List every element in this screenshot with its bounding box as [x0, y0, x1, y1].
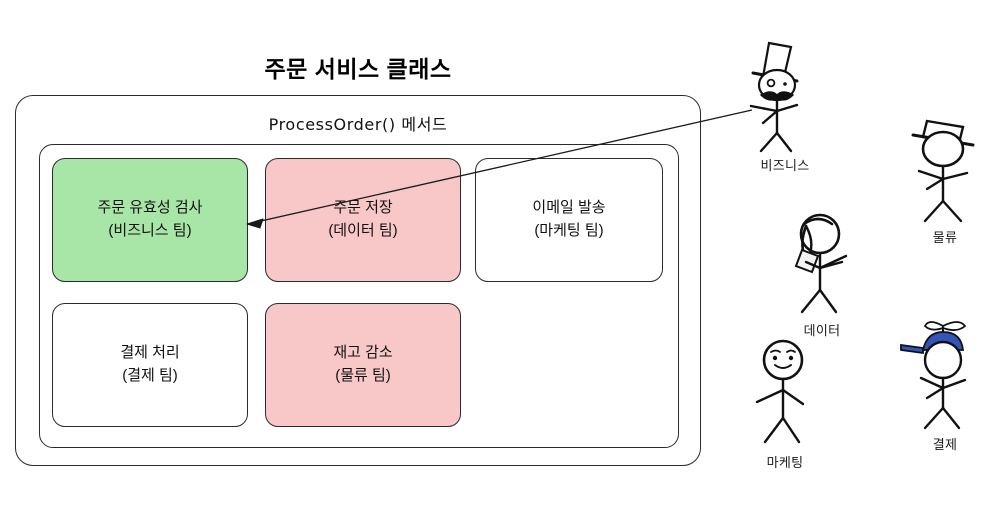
- actor-payment[interactable]: 결제: [885, 312, 997, 453]
- step-label-line1: 주문 유효성 검사: [97, 199, 203, 217]
- actor-label-data: 데이터: [803, 323, 841, 338]
- step-box-validate-order[interactable]: 주문 유효성 검사 (비즈니스 팀): [52, 158, 248, 282]
- stick-figure-propeller-cap-icon: [900, 321, 967, 430]
- actor-label-business: 비즈니스: [760, 158, 810, 173]
- actor-data[interactable]: 데이터: [762, 198, 882, 339]
- actor-label-payment: 결제: [932, 437, 958, 452]
- actor-business[interactable]: 비즈니스: [725, 33, 845, 174]
- stick-figure-smiling-icon: [755, 339, 805, 444]
- step-label-line2: (결제 팀): [122, 367, 178, 384]
- actor-marketing[interactable]: 마케팅: [725, 330, 845, 471]
- step-box-save-order[interactable]: 주문 저장 (데이터 팀): [265, 158, 461, 282]
- step-label-line2: (물류 팀): [335, 367, 391, 384]
- step-box-reduce-stock[interactable]: 재고 감소 (물류 팀): [265, 303, 461, 427]
- step-label-line2: (마케팅 팀): [534, 222, 604, 239]
- stick-figure-flathat-icon: [911, 119, 975, 223]
- step-label-line1: 주문 저장: [333, 199, 393, 217]
- stick-figure-tophat-moustache-icon: [749, 41, 799, 153]
- step-box-send-email[interactable]: 이메일 발송 (마케팅 팀): [475, 158, 663, 282]
- method-label: ProcessOrder() 메서드: [268, 115, 448, 134]
- actor-logistics[interactable]: 물류: [885, 105, 997, 246]
- step-label-line1: 이메일 발송: [532, 199, 606, 217]
- step-label-line2: (데이터 팀): [328, 222, 398, 239]
- stick-figure-ponytail-icon: [794, 213, 848, 314]
- step-label-line1: 결제 처리: [120, 344, 180, 362]
- actor-label-marketing: 마케팅: [766, 455, 804, 470]
- step-box-process-payment[interactable]: 결제 처리 (결제 팀): [52, 303, 248, 427]
- actor-label-logistics: 물류: [932, 230, 958, 245]
- page-title: 주문 서비스 클래스: [264, 56, 452, 82]
- step-label-line1: 재고 감소: [333, 344, 393, 362]
- step-label-line2: (비즈니스 팀): [108, 222, 192, 239]
